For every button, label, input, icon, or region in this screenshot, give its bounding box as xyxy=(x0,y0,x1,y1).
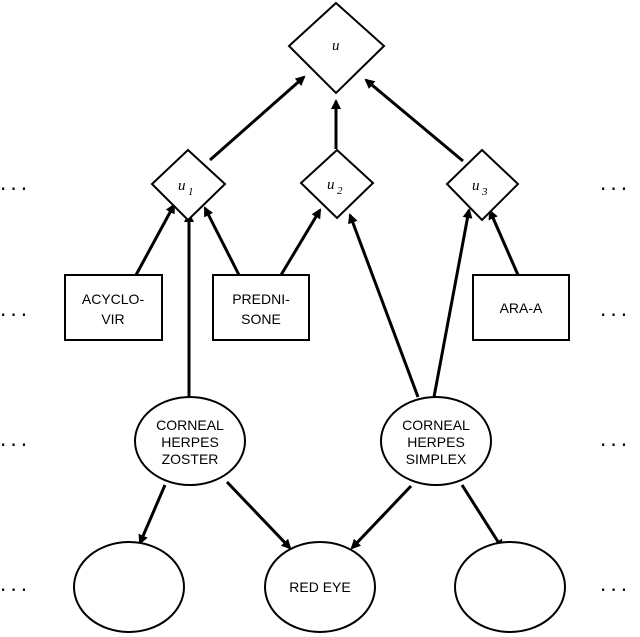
edges xyxy=(134,75,520,550)
chance-node-red-eye[interactable]: RED EYE xyxy=(264,541,376,633)
ellipsis-right-row3: ... xyxy=(600,427,631,451)
edge-prednisone-to-u2 xyxy=(279,208,322,276)
utility-node-u1[interactable]: u 1 xyxy=(150,148,227,222)
edge-simplex-to-u2 xyxy=(348,213,420,398)
edge-zoster-to-blank-left xyxy=(138,484,167,545)
decision-label-line1: PREDNI- xyxy=(232,291,290,307)
chance-label-line1: CORNEAL xyxy=(156,417,224,433)
ellipsis-left-row2: ... xyxy=(0,297,31,321)
edge-u3-to-u xyxy=(364,78,464,163)
decision-node-ara-a[interactable]: ARA-A xyxy=(472,274,570,341)
edge-prednisone-to-u1 xyxy=(203,206,241,276)
continuation-dots: ... ... ... ... ... ... ... ... xyxy=(0,171,631,596)
ellipsis-right-row1: ... xyxy=(600,171,631,195)
decision-node-acyclovir[interactable]: ACYCLO- VIR xyxy=(64,274,163,341)
chance-label-line3: SIMPLEX xyxy=(406,451,467,467)
utility-subscript-u2: 2 xyxy=(337,185,343,197)
edge-simplex-to-u3 xyxy=(432,208,473,398)
decision-label-ara-a: ARA-A xyxy=(500,300,543,316)
utility-label-u3: u xyxy=(472,178,480,194)
edge-zoster-to-red-eye xyxy=(225,480,292,550)
chance-label-line2: HERPES xyxy=(161,434,219,450)
chance-label-line3: ZOSTER xyxy=(162,451,219,467)
ellipsis-right-row4: ... xyxy=(600,572,631,596)
chance-label-line1: CORNEAL xyxy=(402,417,470,433)
decision-label-line1: ACYCLO- xyxy=(82,291,145,307)
ellipsis-left-row1: ... xyxy=(0,171,31,195)
utility-node-u3[interactable]: u 3 xyxy=(445,148,520,222)
utility-node-u[interactable]: u xyxy=(287,1,386,95)
edge-simplex-to-blank-right xyxy=(460,484,504,550)
utility-label-u1: u xyxy=(178,178,186,194)
edge-simplex-to-red-eye xyxy=(350,484,413,550)
edge-u1-to-u xyxy=(209,75,306,162)
ellipsis-left-row4: ... xyxy=(0,572,31,596)
utility-node-u2[interactable]: u 2 xyxy=(299,148,375,220)
edge-ara-a-to-u3 xyxy=(488,209,520,276)
edge-acyclovir-to-u1 xyxy=(134,203,176,276)
decision-node-prednisone[interactable]: PREDNI- SONE xyxy=(212,274,310,341)
decision-label-line2: SONE xyxy=(241,311,281,327)
utility-subscript-u3: 3 xyxy=(481,186,488,198)
ellipsis-left-row3: ... xyxy=(0,427,31,451)
chance-label-line2: HERPES xyxy=(407,434,465,450)
utility-subscript-u1: 1 xyxy=(188,186,194,198)
chance-label-red-eye: RED EYE xyxy=(289,579,350,595)
utility-label-u: u xyxy=(332,38,340,54)
decision-label-line2: VIR xyxy=(101,311,124,327)
utility-label-u2: u xyxy=(327,177,335,193)
chance-node-blank-right[interactable] xyxy=(454,541,566,633)
chance-node-blank-left[interactable] xyxy=(73,541,185,633)
chance-node-corneal-herpes-simplex[interactable]: CORNEAL HERPES SIMPLEX xyxy=(380,396,492,486)
chance-node-corneal-herpes-zoster[interactable]: CORNEAL HERPES ZOSTER xyxy=(134,396,246,486)
ellipsis-right-row2: ... xyxy=(600,297,631,321)
